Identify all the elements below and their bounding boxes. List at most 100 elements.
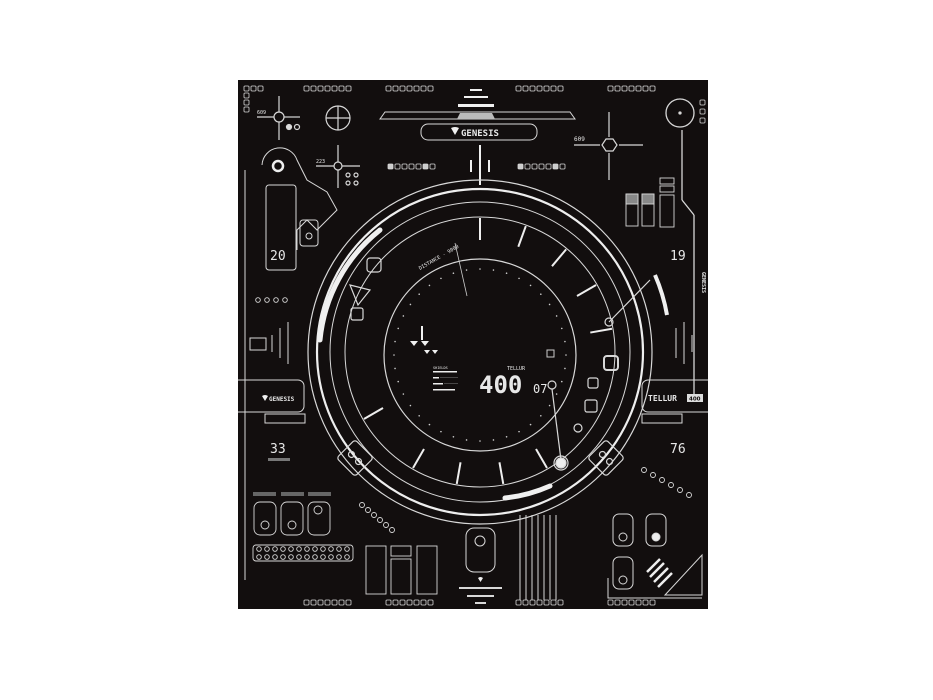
- dot: [505, 272, 508, 275]
- indicator-square: [420, 599, 427, 606]
- indicator-square: [303, 599, 310, 606]
- indicator-dots: [255, 297, 692, 560]
- dot: [428, 284, 431, 287]
- indicator-square: [257, 85, 264, 92]
- indicator-square: [427, 599, 434, 606]
- indicator-square: [324, 599, 331, 606]
- indicator-square: [699, 117, 706, 124]
- indicator-square: [699, 108, 706, 115]
- indicator-dot: [256, 546, 262, 552]
- dot: [394, 340, 396, 343]
- tick-mark: [590, 327, 613, 334]
- hud-circle: [307, 179, 669, 525]
- indicator-square: [559, 163, 566, 170]
- indicator-square: [552, 163, 559, 170]
- indicator-dot: [312, 554, 318, 560]
- indicator-square: [408, 163, 415, 170]
- indicator-square: [324, 85, 331, 92]
- vertical-logo: GENESIS: [700, 272, 706, 293]
- indicator-square: [628, 85, 635, 92]
- indicator-square: [517, 163, 524, 170]
- crosshair-label: 609: [257, 110, 266, 116]
- indicator-square: [413, 85, 420, 92]
- indicator-square: [243, 99, 250, 106]
- readout-value: 400: [479, 371, 522, 399]
- indicator-square: [243, 85, 250, 92]
- corner-number-bottom-left: 33: [270, 442, 286, 457]
- indicator-dot: [371, 512, 377, 518]
- indicator-square: [250, 85, 257, 92]
- indicator-square: [649, 599, 656, 606]
- indicator-square: [415, 163, 422, 170]
- radar-dial-icon: [665, 98, 695, 400]
- tick-mark: [455, 462, 462, 485]
- indicator-dot: [273, 297, 279, 303]
- target-pointer: [349, 257, 651, 471]
- indicator-square: [543, 85, 550, 92]
- indicator-square: [529, 85, 536, 92]
- indicator-dot: [377, 517, 383, 523]
- indicator-square: [399, 85, 406, 92]
- indicator-square: [317, 85, 324, 92]
- top-emblem: GENESIS: [379, 89, 576, 185]
- indicator-square: [303, 85, 310, 92]
- dot: [409, 404, 412, 407]
- indicator-square: [385, 85, 392, 92]
- dot: [492, 269, 495, 271]
- dot: [440, 430, 442, 433]
- logo-plate: [420, 123, 538, 141]
- dot: [529, 423, 532, 426]
- crosshair-label: 609: [574, 136, 585, 143]
- indicator-square: [392, 599, 399, 606]
- dice-pod-left: [337, 440, 373, 476]
- status-bars: SHIELDS: [433, 366, 458, 391]
- indicator-dot: [641, 467, 647, 473]
- indicator-square: [649, 85, 656, 92]
- indicator-square: [392, 85, 399, 92]
- indicator-square: [699, 99, 706, 106]
- indicator-dot: [272, 546, 278, 552]
- indicator-dot: [686, 492, 692, 498]
- indicator-square: [406, 599, 413, 606]
- dot: [555, 315, 558, 317]
- dot: [518, 430, 520, 433]
- indicator-square: [524, 163, 531, 170]
- indicator-dot: [344, 554, 350, 560]
- indicator-dot: [336, 554, 342, 560]
- dot: [540, 415, 542, 417]
- indicator-dot: [650, 472, 656, 478]
- indicator-dot: [389, 527, 395, 533]
- dot: [418, 415, 420, 417]
- dot: [393, 354, 395, 356]
- indicator-square: [345, 599, 352, 606]
- indicator-dot: [280, 554, 286, 560]
- indicator-dot: [659, 477, 665, 483]
- tick-mark: [412, 448, 425, 469]
- dot: [548, 303, 551, 306]
- indicator-dot: [264, 546, 270, 552]
- product-name: TELLUR: [648, 394, 677, 403]
- dot: [479, 268, 481, 270]
- dot: [397, 327, 400, 330]
- target-reticle-icon: [325, 105, 351, 131]
- corner-number-top-right: 19: [670, 249, 686, 264]
- crosshair-right-top: [574, 112, 643, 180]
- dot: [402, 393, 405, 395]
- dot: [409, 303, 412, 306]
- indicator-square: [310, 85, 317, 92]
- crosshair-left-mid: [316, 145, 360, 188]
- indicator-square: [413, 599, 420, 606]
- indicator-dot: [304, 554, 310, 560]
- dot: [394, 367, 396, 370]
- dice-pod-right: [588, 440, 624, 476]
- indicator-square: [243, 92, 250, 99]
- indicator-dot: [320, 554, 326, 560]
- indicator-dot: [668, 482, 674, 488]
- brand-logo: GENESIS: [461, 129, 499, 139]
- indicator-square: [406, 85, 413, 92]
- indicator-square: [531, 163, 538, 170]
- tick-mark: [535, 448, 548, 469]
- indicator-square: [607, 599, 614, 606]
- product-badge: 400: [689, 397, 701, 403]
- indicator-square: [642, 599, 649, 606]
